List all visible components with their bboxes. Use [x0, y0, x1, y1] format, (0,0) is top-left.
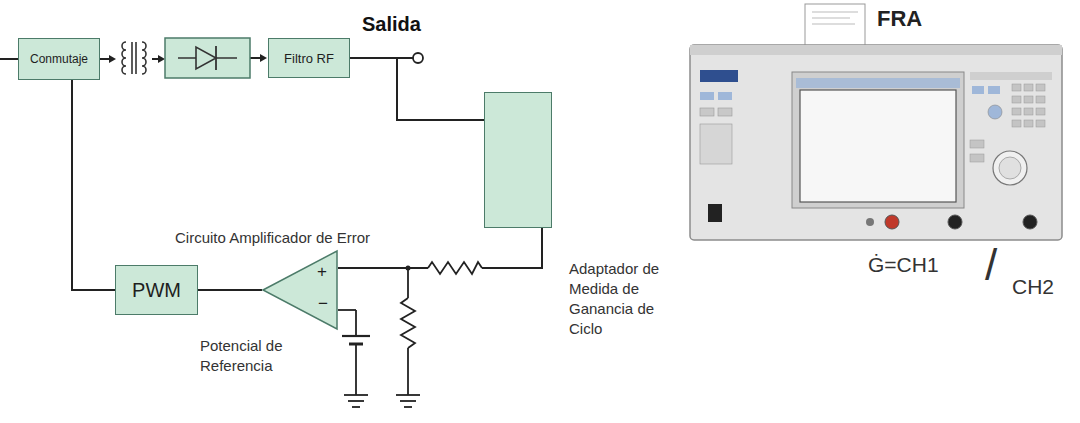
input-polarity-sign: + — [317, 263, 327, 281]
output-terminal — [413, 53, 423, 63]
rf-filter-box: Filtro RF — [268, 38, 350, 78]
switching-box: Conmutaje — [18, 38, 100, 80]
node-label: Conmutaje — [30, 52, 88, 66]
output-label: Salida — [362, 12, 421, 36]
formula-denominator: CH2 — [1012, 274, 1054, 299]
output-wire — [397, 57, 413, 59]
input-wire — [0, 58, 18, 60]
gain-formula: Ġ=CH1 — [868, 252, 939, 277]
signal-wire — [72, 80, 115, 290]
error-amplifier-triangle: +− — [262, 250, 338, 330]
amplifier-label: Circuito Amplificador de Error — [175, 229, 370, 247]
node-label: PWM — [132, 279, 181, 302]
signal-wire — [350, 58, 484, 120]
formula-divider: / — [985, 238, 997, 291]
instrument-name: FRA — [877, 6, 922, 32]
node-label: Adaptador de Medida de Ganancia de Ciclo — [569, 259, 679, 339]
reference-label: Potencial de Referencia — [200, 336, 300, 376]
input-polarity-sign: − — [318, 295, 328, 313]
resistor-symbol — [428, 259, 482, 277]
loop-gain-adapter-box: Adaptador de Medida de Ganancia de Ciclo — [484, 92, 552, 228]
fra-instrument — [690, 4, 1062, 240]
node-label: Filtro RF — [284, 51, 334, 66]
rectifier-diode-box — [165, 38, 250, 78]
reference-battery-symbol — [338, 310, 370, 407]
transformer-symbol — [122, 42, 146, 74]
pwm-box: PWM — [115, 265, 198, 315]
shunt-resistor-symbol — [396, 268, 420, 407]
signal-wire — [198, 289, 262, 291]
triangle-outline — [262, 250, 338, 330]
